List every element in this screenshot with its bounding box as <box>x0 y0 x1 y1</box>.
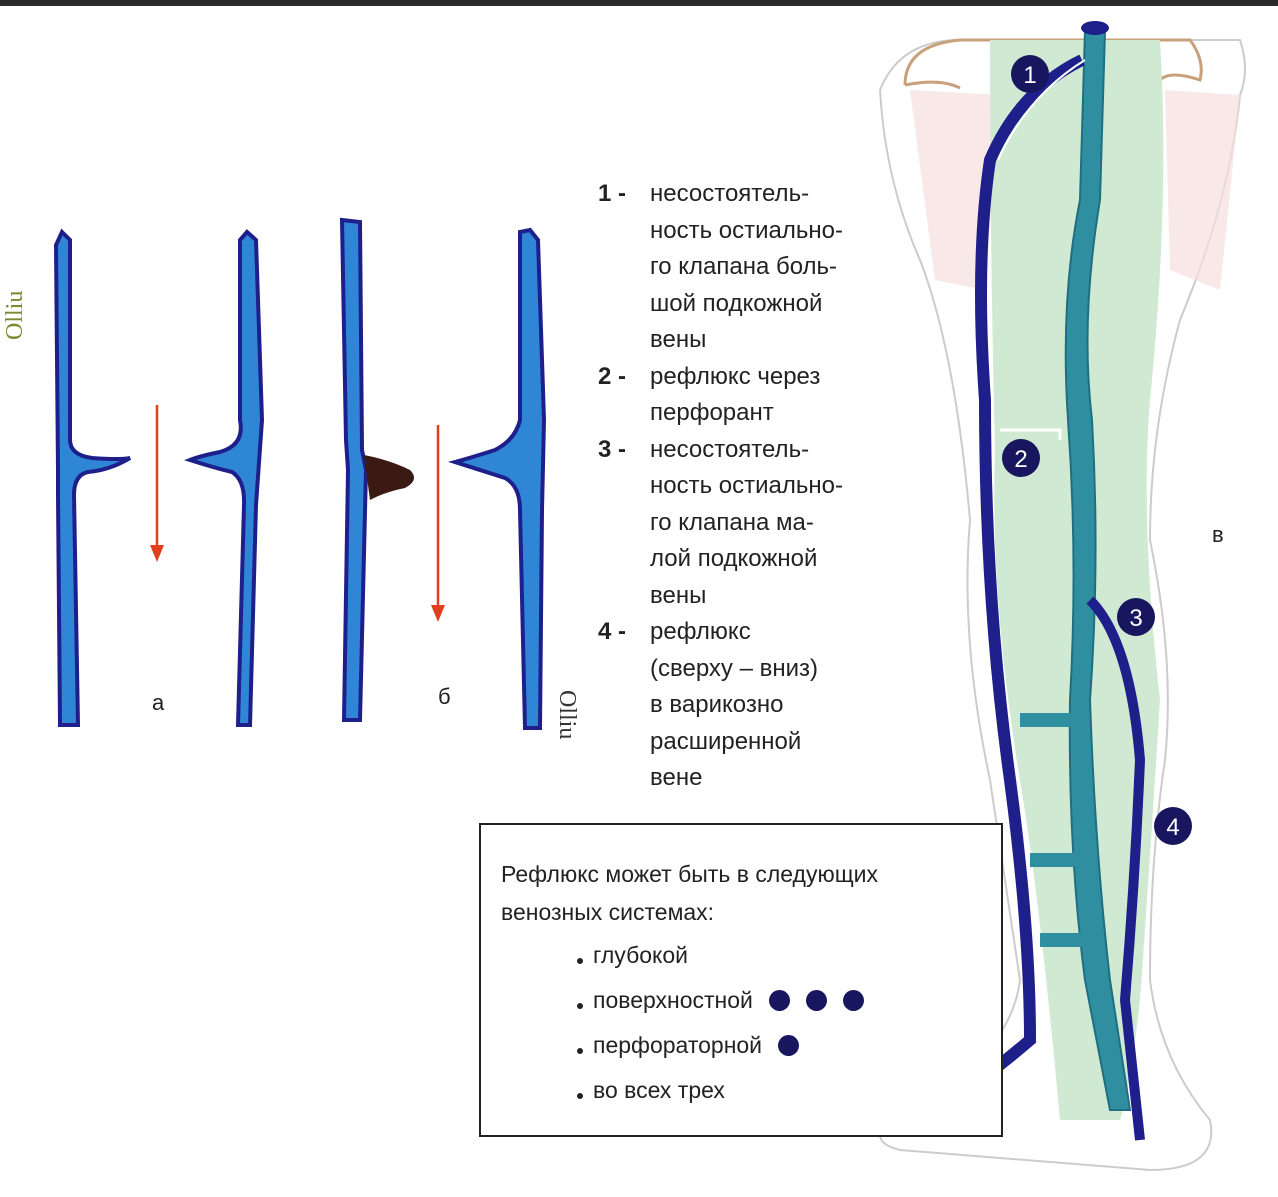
legend-text: рефлюкс (сверху – вниз) в варикозно расш… <box>650 614 818 797</box>
marker-4: 4 <box>1154 807 1192 845</box>
bullet <box>577 958 583 964</box>
svg-text:4: 4 <box>1166 814 1179 841</box>
info-item-superficial: поверхностной <box>577 978 864 1023</box>
legend-item-3: 3 -несостоятель- ность остиально- го кла… <box>598 432 898 615</box>
panel-label-b: б <box>438 684 451 710</box>
info-item-label: поверхностной <box>593 987 753 1014</box>
info-item-all-three: во всех трех <box>577 1068 864 1113</box>
info-item-label: во всех трех <box>593 1077 725 1104</box>
marker-dot <box>769 990 790 1011</box>
legend-text: несостоятель- ность остиально- го клапан… <box>650 176 843 359</box>
info-item-perforator: перфораторной <box>577 1023 864 1068</box>
legend-list: 1 -несостоятель- ность остиально- го кла… <box>598 176 898 797</box>
info-item-label: перфораторной <box>593 1032 762 1059</box>
vein-panel-a: Olliu <box>2 232 262 725</box>
marker-1: 1 <box>1011 55 1049 93</box>
bullet <box>577 1003 583 1009</box>
svg-text:2: 2 <box>1014 446 1027 473</box>
svg-text:3: 3 <box>1129 605 1142 632</box>
svg-text:Olliu: Olliu <box>554 690 580 739</box>
legend-number: 1 - <box>598 176 650 359</box>
legend-item-2: 2 -рефлюкс через перфорант <box>598 359 898 432</box>
info-item-deep: глубокой <box>577 933 864 978</box>
signature-mark: Olliu <box>2 291 28 340</box>
bullet <box>577 1093 583 1099</box>
panel-label-a: а <box>152 690 164 716</box>
panel-label-c: в <box>1212 522 1224 548</box>
vein-panel-b: Olliu <box>342 220 580 739</box>
marker-3: 3 <box>1117 598 1155 636</box>
legend-item-4: 4 -рефлюкс (сверху – вниз) в варикозно р… <box>598 614 898 797</box>
legend-text: рефлюкс через перфорант <box>650 359 820 432</box>
legend-text: несостоятель- ность остиально- го клапан… <box>650 432 843 615</box>
legend-number: 3 - <box>598 432 650 615</box>
marker-dot <box>843 990 864 1011</box>
svg-text:1: 1 <box>1023 62 1036 89</box>
bullet <box>577 1048 583 1054</box>
info-list: глубокой поверхностной перфораторной во … <box>577 933 864 1113</box>
info-item-label: глубокой <box>593 942 688 969</box>
marker-dot <box>806 990 827 1011</box>
info-box: Рефлюкс может быть в следующих венозных … <box>479 823 1003 1137</box>
legend-number: 2 - <box>598 359 650 432</box>
marker-dot <box>778 1035 799 1056</box>
legend-item-1: 1 -несостоятель- ность остиально- го кла… <box>598 176 898 359</box>
info-title: Рефлюкс может быть в следующих венозных … <box>501 855 971 931</box>
legend-number: 4 - <box>598 614 650 797</box>
marker-2: 2 <box>1002 439 1040 477</box>
